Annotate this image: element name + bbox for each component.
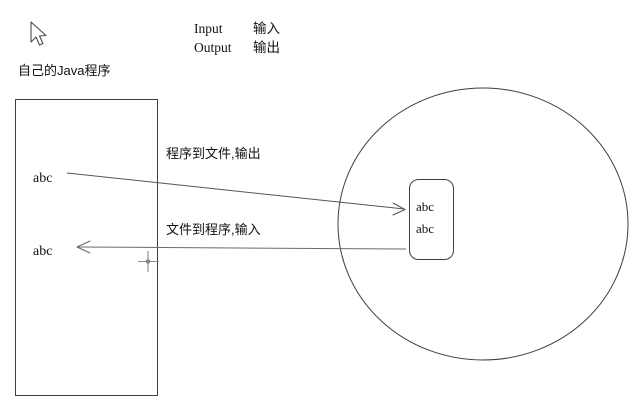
program-content-line-1: abc (33, 171, 53, 186)
file-content-line-2: abc (416, 221, 435, 236)
crosshair-cursor (138, 251, 159, 272)
legend-input-chinese: 输入 (253, 21, 280, 36)
output-arrow (66, 172, 406, 216)
arrow-cursor (30, 21, 47, 46)
legend-input-english: Input (194, 21, 223, 36)
input-arrow (76, 240, 407, 254)
output-flow-annotation: 程序到文件,输出 (166, 146, 261, 161)
filesystem-circle (337, 87, 629, 361)
file-rounded-rectangle (409, 179, 454, 260)
java-program-label: 自己的Java程序 (18, 63, 111, 78)
legend-output-chinese: 输出 (253, 40, 280, 55)
program-content-line-2: abc (33, 244, 53, 259)
input-flow-annotation: 文件到程序,输入 (166, 222, 261, 237)
legend-output-english: Output (194, 40, 232, 55)
file-content-line-1: abc (416, 199, 435, 214)
